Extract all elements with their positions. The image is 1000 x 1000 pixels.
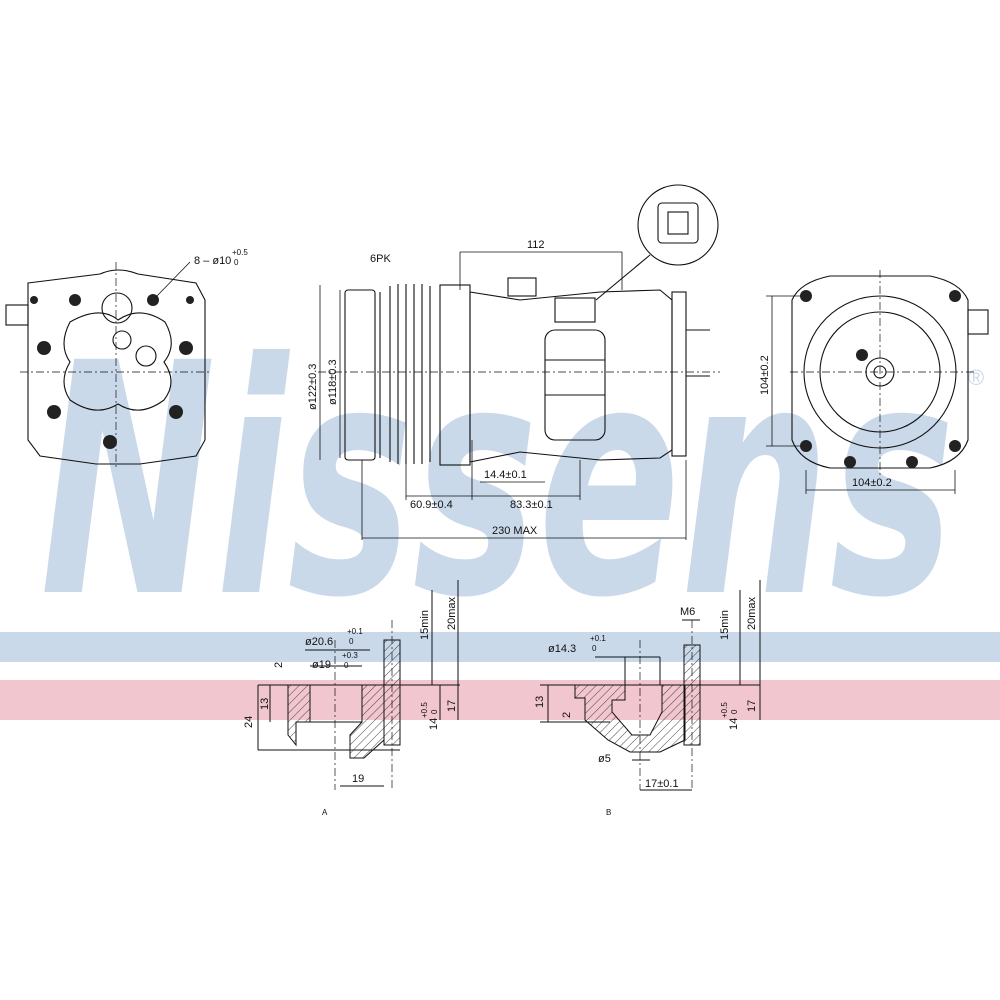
dia-bottom-tol-lower: 0 — [344, 661, 349, 670]
front-view-port-small — [135, 345, 157, 367]
front-view-port-center — [112, 330, 132, 350]
section-b-label: B — [606, 808, 611, 817]
bolt-hole — [949, 290, 961, 302]
dim-14-label: 14 — [728, 718, 740, 730]
dim-5-label: ø5 — [598, 753, 611, 765]
dim-right-label: 83.3±0.1 — [510, 499, 553, 511]
thread-label: M6 — [680, 606, 695, 618]
pulley-grooves — [379, 284, 431, 464]
watermark-red-band — [0, 680, 1000, 720]
dim-15min-label: 15min — [719, 610, 731, 640]
width-label: 104±0.2 — [852, 477, 892, 489]
side-view-dimensions — [319, 251, 687, 540]
rear-view-housing — [791, 275, 969, 469]
section-a — [257, 580, 460, 790]
leader-line — [154, 261, 191, 299]
bolt-hole — [47, 405, 61, 419]
rear-view-connector — [967, 309, 989, 335]
bolt-tol-lower: 0 — [234, 258, 239, 267]
bolt-hole — [186, 296, 194, 304]
dia-top-label: ø14.3 — [548, 643, 576, 655]
connector-detail-circle — [637, 184, 719, 266]
dim-14-tol-upper: +0.5 — [720, 702, 729, 718]
rear-view — [790, 270, 989, 475]
bolt-hole — [169, 405, 183, 419]
side-view-labels: 6PK 112 ø122±0.3 ø118±0.3 14.4±0.1 60.9±… — [307, 239, 553, 537]
body-side-port — [544, 329, 606, 441]
dia-outer-label: ø122±0.3 — [307, 364, 319, 410]
bolt-hole — [69, 294, 81, 306]
port-offset-label: 14.4±0.1 — [484, 469, 527, 481]
section-a-labels: ø20.6 +0.1 0 ø19 +0.3 0 2 13 24 19 15min… — [243, 596, 458, 817]
dim-14-label: 14 — [428, 718, 440, 730]
dia-inner-label: ø118±0.3 — [327, 359, 339, 405]
bolt-hole — [800, 440, 812, 452]
dim-20max-label: 20max — [746, 596, 758, 630]
front-view-housing — [27, 269, 206, 465]
height-label: 104±0.2 — [759, 355, 771, 395]
side-view — [318, 184, 720, 466]
dim-14-tol-lower: 0 — [730, 709, 739, 714]
bolt-hole — [103, 435, 117, 449]
section-b-labels: ø14.3 +0.1 0 M6 13 2 ø5 17±0.1 15min 20m… — [534, 596, 758, 817]
dia-top-tol-upper: +0.1 — [347, 627, 363, 636]
wire-connector — [554, 297, 596, 323]
bolt-hole — [844, 456, 856, 468]
body-boss-top — [507, 277, 537, 297]
dia-top-tol-upper: +0.1 — [590, 634, 606, 643]
pulley-hub — [344, 289, 376, 461]
dia-bottom-tol-upper: +0.3 — [342, 651, 358, 660]
bolt-hole — [800, 290, 812, 302]
dia-top-label: ø20.6 — [305, 636, 333, 648]
dim-19-label: 19 — [352, 773, 364, 785]
rear-view-bolts — [800, 290, 961, 468]
width-top-label: 112 — [527, 239, 545, 251]
dia-top-tol-lower: 0 — [349, 637, 354, 646]
bolt-tol-upper: +0.5 — [232, 248, 248, 257]
dim-17-label: 17±0.1 — [645, 778, 679, 790]
bolt-hole — [30, 296, 38, 304]
bolt-hole — [179, 341, 193, 355]
connector-leader — [595, 254, 651, 301]
dia-bottom-label: ø19 — [312, 659, 331, 671]
pulley-label: 6PK — [370, 253, 391, 265]
bolt-hole — [906, 456, 918, 468]
bolt-hole — [949, 440, 961, 452]
front-view — [5, 262, 210, 470]
dim-13-label: 13 — [534, 696, 546, 708]
section-a-label: A — [322, 808, 328, 817]
rear-view-dimensions — [766, 295, 956, 494]
dim-2-label: 2 — [561, 712, 573, 718]
dim-17-label: 17 — [446, 700, 458, 712]
dim-15min-label: 15min — [419, 610, 431, 640]
dim-20max-label: 20max — [446, 596, 458, 630]
dim-2-label: 2 — [273, 662, 285, 668]
dim-14-tol-lower: 0 — [430, 709, 439, 714]
section-b — [540, 580, 761, 791]
connector-detail-plug — [657, 202, 699, 244]
bolt-hole — [37, 341, 51, 355]
front-view-labels: 8 – ø10 +0.5 0 — [154, 248, 248, 299]
dim-left-label: 60.9±0.4 — [410, 499, 453, 511]
overall-label: 230 MAX — [492, 525, 538, 537]
dim-13-label: 13 — [259, 698, 271, 710]
rear-view-labels: 104±0.2 104±0.2 — [759, 355, 892, 489]
bolt-hole — [856, 349, 868, 361]
watermark: Nissens ® — [0, 296, 1000, 720]
bolt-holes-label: 8 – ø10 — [194, 255, 231, 267]
watermark-registered: ® — [968, 365, 984, 390]
dim-24-label: 24 — [243, 716, 255, 728]
watermark-blue-band — [0, 632, 1000, 662]
front-view-port-top — [101, 292, 133, 324]
dim-14-tol-upper: +0.5 — [420, 702, 429, 718]
section-a-body-left — [287, 684, 311, 747]
dia-top-tol-lower: 0 — [592, 644, 597, 653]
rear-flange — [671, 291, 687, 457]
dim-17b-label: 17 — [746, 700, 758, 712]
front-view-connector — [5, 304, 29, 326]
